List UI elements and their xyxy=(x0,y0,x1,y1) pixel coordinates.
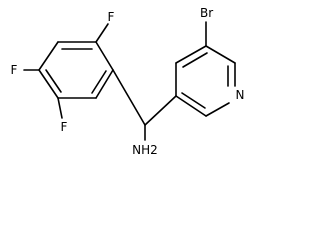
bond xyxy=(95,23,109,43)
bond xyxy=(175,95,207,117)
bond xyxy=(57,97,63,119)
molecule-canvas: Br N F F F NH2 xyxy=(11,6,245,157)
bond xyxy=(182,52,208,68)
pyridine-nitrogen-label: N xyxy=(236,88,245,102)
bond xyxy=(175,45,207,64)
fluorine-top-label: F xyxy=(108,10,115,24)
bond xyxy=(38,69,59,99)
structure-diagram: Br N F F F NH2 xyxy=(11,6,245,157)
trifluorophenyl-ring xyxy=(38,41,114,99)
bond xyxy=(45,69,62,93)
fluorine-bottom-label: F xyxy=(61,120,68,134)
bond xyxy=(95,41,114,71)
bromine-label: Br xyxy=(200,6,213,20)
bond xyxy=(112,69,146,126)
bond xyxy=(205,102,230,117)
bond xyxy=(38,41,59,71)
bond xyxy=(95,69,114,99)
amine-label: NH2 xyxy=(132,143,158,157)
bond xyxy=(181,92,206,109)
bond xyxy=(144,95,177,126)
bond xyxy=(91,70,107,94)
fluorine-left-label: F xyxy=(11,63,18,77)
bond xyxy=(205,45,236,64)
pyridine-ring xyxy=(175,45,236,117)
